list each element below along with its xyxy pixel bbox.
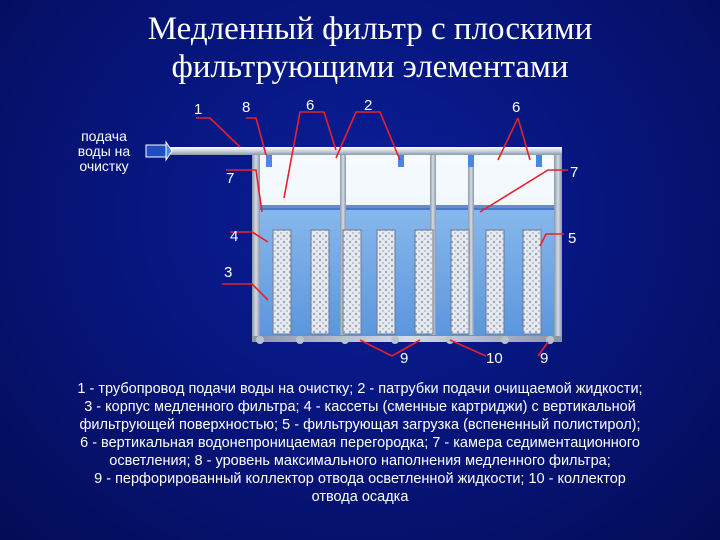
intake-label-line-3: очистку [79,158,129,174]
callout-lines [196,111,568,357]
legend: 1 - трубопровод подачи воды на очистку; … [0,380,720,506]
callout-7-left: 7 [226,170,235,187]
water-intake-label: подача воды на очистку [58,129,150,174]
intake-label-line-1: подача [81,128,127,144]
legend-line-4: 6 - вертикальная водонепроницаемая перег… [80,435,640,451]
callout-2: 2 [364,97,373,114]
inlet-nozzles [266,155,542,167]
intake-label-line-2: воды на [77,143,131,159]
callout-1: 1 [194,101,203,118]
legend-line-6: 9 - перфорированный коллектор отвода осв… [94,471,626,487]
page-title: Медленный фильтр с плоскими фильтрующими… [60,10,680,86]
callout-6-left: 6 [306,97,315,114]
legend-line-3: фильтрующей поверхностью; 5 - фильтрующа… [79,417,641,433]
callout-4: 4 [230,228,239,245]
filter-cartridges [272,229,542,335]
filter-housing [252,148,562,342]
callout-10: 10 [486,350,503,367]
legend-line-5: осветления; 8 - уровень максимального на… [109,453,611,469]
callout-7-right: 7 [570,164,579,181]
callout-6-right: 6 [512,99,521,116]
filter-diagram [145,111,568,357]
legend-line-7: отвода осадка [311,489,409,505]
callout-3: 3 [224,264,233,281]
title-line-2: фильтрующими элементами [171,49,569,85]
inlet-pipe [145,140,562,162]
callout-8: 8 [242,99,251,116]
title-line-1: Медленный фильтр с плоскими [147,11,593,47]
legend-line-1: 1 - трубопровод подачи воды на очистку; … [77,381,643,397]
bottom-collectors [256,336,554,344]
callout-9-left: 9 [400,350,409,367]
callout-5: 5 [568,230,577,247]
legend-line-2: 3 - корпус медленного фильтра; 4 - кассе… [84,399,636,415]
callout-9-right: 9 [540,350,549,367]
